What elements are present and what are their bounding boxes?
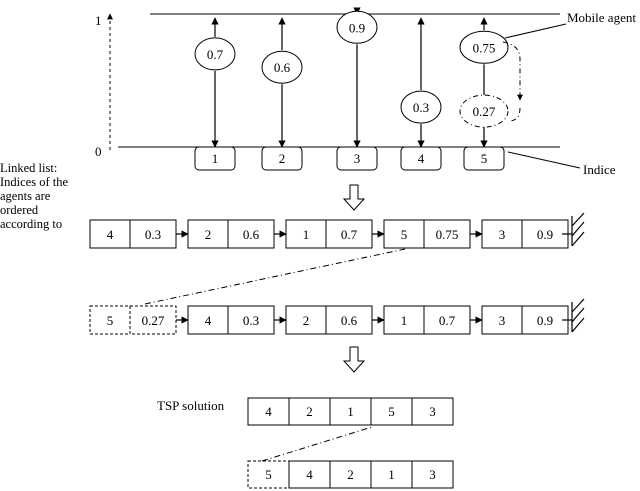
index-box: 1 [194,146,236,171]
list-node-value: 0.7 [439,313,456,328]
mobile-agent: 0.3 [400,90,442,124]
insertion-guide [144,248,406,305]
tsp-cell-label: 1 [388,467,395,482]
mobile-agent: 0.7 [194,37,236,71]
list-node-value: 0.3 [243,313,259,328]
tsp-cell: 5 [370,397,413,426]
list-node-index: 4 [107,227,114,242]
svg-text:according to: according to [0,217,62,231]
transition-arrow-2 [342,346,366,373]
tsp-solution-after: 5 4 2 1 3 [247,460,454,489]
tsp-cell-label: 4 [306,467,313,482]
mobile-agent-value: 0.9 [349,20,365,35]
mobile-agent-value: 0.27 [473,104,496,119]
list-node-index: 5 [107,313,114,328]
axis-top-label: 1 [95,13,102,28]
mobile-agent: 0.9 [336,10,378,44]
indice-annotation: Indice [583,162,616,177]
list-node-value: 0.75 [436,227,459,242]
list-node-index: 1 [303,227,310,242]
svg-text:agents are: agents are [0,189,51,203]
tsp-cell-label: 2 [306,404,313,419]
list-node-value: 0.9 [537,313,553,328]
index-box: 3 [336,146,378,171]
list-node-value: 0.9 [537,227,553,242]
index-box-label: 1 [212,151,219,166]
index-box-label: 4 [418,151,425,166]
index-box-label: 2 [279,151,286,166]
index-box-label: 5 [481,151,488,166]
indice-pointer [507,151,581,169]
tsp-cell: 3 [411,460,454,489]
tsp-cell: 4 [247,397,290,426]
tsp-cell-label: 2 [347,467,354,482]
mobile-agent-value: 0.3 [413,100,429,115]
agents-layer: 1 2 3 4 5 0.7 0.6 0.9 0.3 0.75 0.27 [194,7,509,171]
svg-text:Linked list:: Linked list: [0,161,57,175]
agent-move-arrow [502,41,523,101]
tsp-cell-label: 4 [265,404,272,419]
list-node-value: 0.3 [145,227,161,242]
mobile-agent: 0.75 [459,30,509,64]
tsp-cell: 2 [288,397,331,426]
list-terminator-1 [562,212,585,247]
tsp-cell: 3 [411,397,454,426]
mobile-agent-moved: 0.27 [459,94,509,128]
list-node-value: 0.27 [142,313,165,328]
tsp-cell: 2 [329,460,372,489]
axis-bottom-label: 0 [95,144,102,159]
linked-list-note: Linked list: Indices of the agents are o… [0,161,68,231]
list-node-value: 0.6 [341,313,358,328]
list-terminator-2 [562,298,585,333]
tsp-insertion-guide [261,426,373,462]
index-box: 4 [400,146,442,171]
tsp-cell-label: 5 [388,404,395,419]
tsp-cell-label: 3 [429,404,436,419]
tsp-cell: 1 [329,397,372,426]
list-node-index: 5 [401,227,408,242]
svg-text:ordered: ordered [0,203,39,217]
list-node-index: 1 [401,313,408,328]
tsp-solution-before: 4 2 1 5 3 [247,397,454,426]
tsp-cell-label: 5 [265,467,272,482]
transition-arrow-1 [342,184,366,211]
tsp-cell-label: 1 [347,404,354,419]
mobile-agent-value: 0.75 [473,40,496,55]
list-node-value: 0.6 [243,227,260,242]
list-node-index: 3 [499,227,506,242]
list-node-index: 3 [499,313,506,328]
svg-text:Indices of the: Indices of the [0,175,68,189]
list-node-value: 0.7 [341,227,358,242]
mobile-agent: 0.6 [261,50,303,84]
agent-move-return [508,107,521,122]
tsp-cell: 1 [370,460,413,489]
mobile-agent-value: 0.7 [207,47,224,62]
tsp-cell: 4 [288,460,331,489]
index-box-label: 3 [354,151,361,166]
list-node-index: 2 [303,313,310,328]
tsp-label: TSP solution [157,398,225,413]
index-box: 5 [463,146,505,171]
mobile-agent-pointer [504,23,567,39]
tsp-cell-label: 3 [429,467,436,482]
mobile-agent-annotation: Mobile agent [567,10,636,25]
index-box: 2 [261,146,303,171]
tsp-cell-new: 5 [247,460,290,489]
list-node-index: 2 [205,227,212,242]
list-node-index: 4 [205,313,212,328]
mobile-agent-value: 0.6 [274,60,291,75]
